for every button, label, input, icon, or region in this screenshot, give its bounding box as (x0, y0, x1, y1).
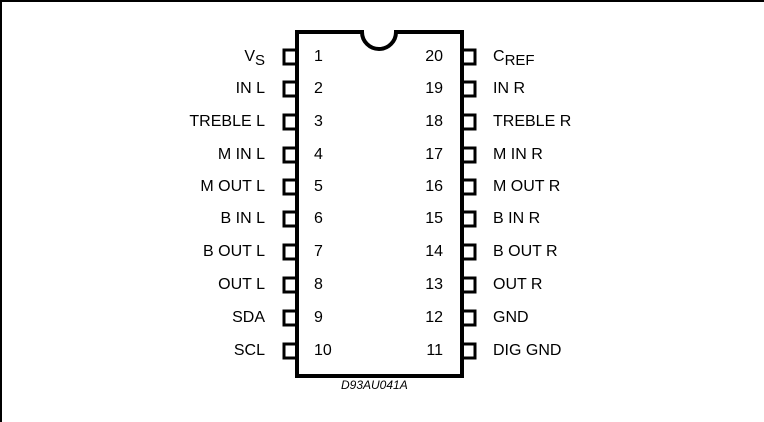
pin-number-right: 14 (425, 243, 443, 260)
pin-number-left: 10 (314, 342, 332, 359)
pin-number-left: 4 (314, 146, 323, 163)
pin-name-right: DIG GND (493, 342, 562, 359)
pin-right-19 (462, 80, 477, 98)
pin-number-left: 6 (314, 210, 323, 227)
pin-name-right: B OUT R (493, 243, 558, 260)
pin-number-left: 9 (314, 309, 323, 326)
pin-right-15 (462, 210, 477, 228)
pin-number-right: 16 (425, 178, 443, 195)
pin-name-left: TREBLE L (189, 113, 265, 130)
pin-left-2 (282, 80, 297, 98)
pin-name-right: CREF (493, 48, 535, 69)
pin-left-7 (282, 243, 297, 261)
pin-right-17 (462, 146, 477, 164)
pin-number-right: 12 (425, 309, 443, 326)
pin-name-left: B IN L (220, 210, 265, 227)
pin-name-right: OUT R (493, 276, 543, 293)
pin-number-left: 1 (314, 48, 323, 65)
pin-right-20 (462, 48, 477, 66)
pin-name-left: VS (244, 48, 265, 69)
pin-left-10 (282, 342, 297, 360)
pin-number-right: 20 (425, 48, 443, 65)
pin-name-right: M OUT R (493, 178, 561, 195)
pin-name-right: GND (493, 309, 529, 326)
pin-name-right: TREBLE R (493, 113, 572, 130)
pin-right-14 (462, 243, 477, 261)
pin-number-right: 19 (425, 80, 443, 97)
pin-number-left: 2 (314, 80, 323, 97)
pin-name-right: M IN R (493, 146, 543, 163)
pin-left-1 (282, 48, 297, 66)
pin-name-left: OUT L (218, 276, 265, 293)
chip-body (295, 30, 464, 378)
pin-number-right: 13 (425, 276, 443, 293)
pin-left-4 (282, 146, 297, 164)
pin-number-right: 17 (425, 146, 443, 163)
pin-left-5 (282, 178, 297, 196)
pin-left-8 (282, 276, 297, 294)
pin-right-12 (462, 309, 477, 327)
pin-number-right: 11 (426, 342, 443, 359)
pin-name-left: M OUT L (200, 178, 265, 195)
pin-number-left: 8 (314, 276, 323, 293)
pin-name-left: SCL (233, 342, 265, 359)
pin-number-right: 15 (425, 210, 443, 227)
pin-left-6 (282, 210, 297, 228)
pin-right-13 (462, 276, 477, 294)
pin-right-16 (462, 178, 477, 196)
diagram-caption: D93AU041A (341, 378, 408, 392)
pin-name-left: B OUT L (203, 243, 265, 260)
pin-name-right: IN R (493, 80, 525, 97)
pin-number-left: 7 (314, 243, 323, 260)
pin-left-9 (282, 309, 297, 327)
pin-name-right: B IN R (493, 210, 541, 227)
pin-left-3 (282, 113, 297, 131)
pin-number-left: 3 (314, 113, 323, 130)
pin-number-left: 5 (314, 178, 323, 195)
pin-right-18 (462, 113, 477, 131)
pin-name-left: IN L (235, 80, 265, 97)
pin-number-right: 18 (425, 113, 443, 130)
pin-name-left: M IN L (217, 146, 265, 163)
pin-right-11 (462, 342, 477, 360)
pin-name-left: SDA (232, 309, 265, 326)
